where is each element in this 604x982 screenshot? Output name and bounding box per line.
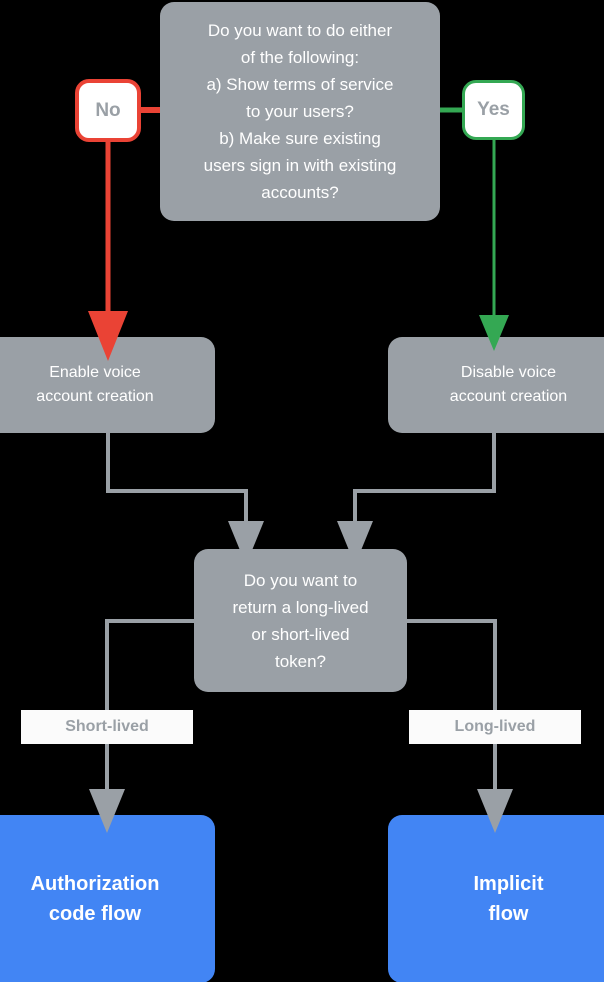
node-label: Disable voice account creation — [449, 364, 568, 405]
process-node-enable-voice-account-creation: Enable voice account creation — [0, 337, 215, 433]
result-node-authorization-code-flow: Authorization code flow — [0, 815, 215, 982]
branch-badge-no: No — [75, 79, 141, 142]
edge-label-text: Long-lived — [454, 718, 536, 735]
edge-label-text: Short-lived — [65, 718, 149, 735]
node-label: Do you want to return a long-lived or sh… — [232, 570, 369, 671]
edge-token-to-implicit — [407, 619, 513, 833]
decision-node-terms-or-existing-accounts: Do you want to do either of the followin… — [160, 2, 440, 221]
edge-enable-to-token — [106, 433, 264, 565]
process-node-disable-voice-account-creation: Disable voice account creation — [388, 337, 604, 433]
branch-badge-yes-label: Yes — [477, 99, 510, 120]
edge-token-to-authorization — [89, 619, 194, 833]
edge-label-long-lived: Long-lived — [409, 710, 581, 744]
node-label: Do you want to do either of the followin… — [203, 21, 397, 202]
node-label: Enable voice account creation — [36, 364, 154, 405]
result-node-implicit-flow: Implicit flow — [388, 815, 604, 982]
branch-badge-yes: Yes — [462, 80, 525, 140]
node-label: Authorization code flow — [30, 873, 160, 925]
decision-node-token-lifetime: Do you want to return a long-lived or sh… — [194, 549, 407, 692]
branch-badge-no-label: No — [95, 99, 121, 121]
node-label: Implicit flow — [473, 873, 544, 925]
edge-label-short-lived: Short-lived — [21, 710, 193, 744]
edge-disable-to-token — [337, 433, 496, 565]
